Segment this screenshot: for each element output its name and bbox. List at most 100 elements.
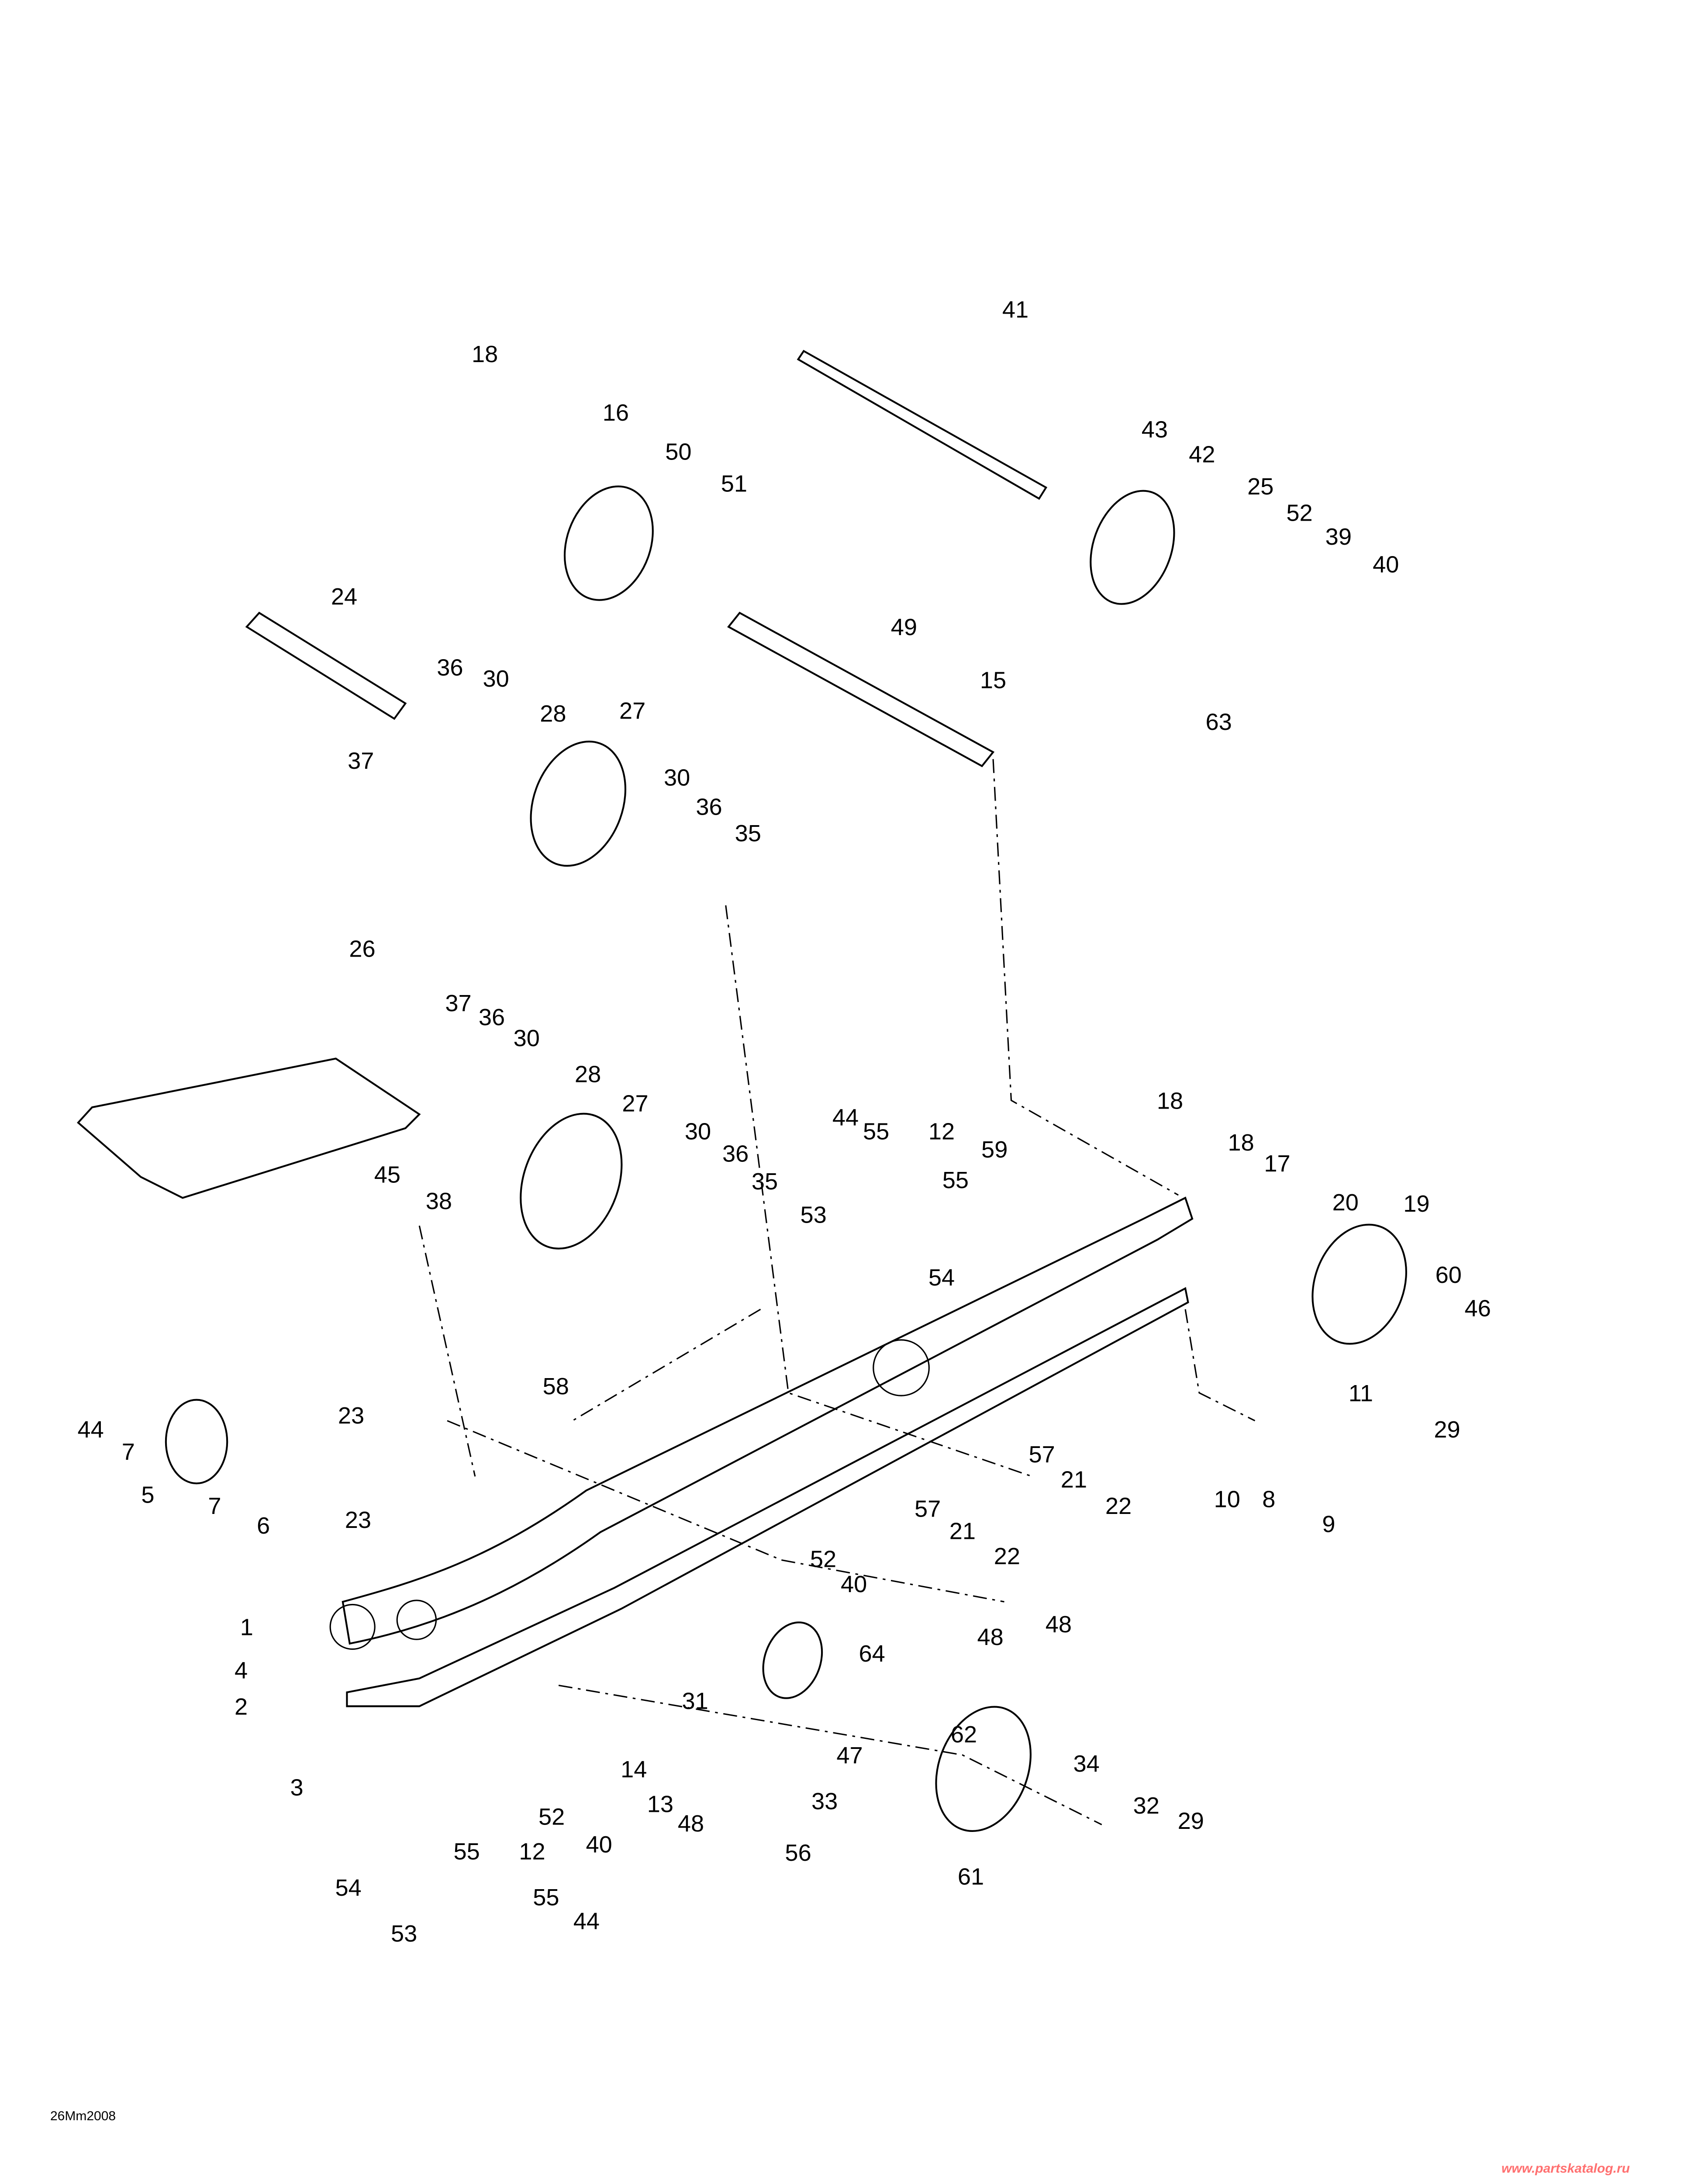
detail-circle [396,1600,437,1640]
callout-label: 36 [696,794,722,820]
callout-label: 35 [735,820,761,847]
assembly-axis-line [447,1420,1004,1603]
callout-label: 29 [1434,1417,1460,1443]
callout-label: 30 [483,666,509,692]
callout-label: 31 [682,1688,708,1714]
callout-label: 3 [290,1774,304,1800]
callout-label: 53 [391,1921,417,1947]
shaft-41 [797,349,1048,500]
callout-label: 23 [338,1403,364,1429]
wheel-19 [1311,1223,1407,1345]
callout-label: 59 [981,1137,1008,1163]
callout-label: 4 [235,1657,248,1683]
callout-label: 60 [1436,1262,1462,1288]
callout-label: 12 [519,1838,545,1865]
callout-label: 39 [1325,524,1352,550]
callout-label: 17 [1264,1151,1290,1177]
callout-label: 30 [514,1025,540,1051]
callout-label: 27 [622,1091,648,1117]
callout-label: 22 [994,1543,1020,1569]
callout-label: 33 [811,1788,838,1814]
callout-label: 8 [1262,1486,1275,1512]
callout-label: 48 [678,1811,704,1837]
callout-label: 32 [1133,1793,1160,1819]
callout-label: 45 [374,1161,400,1188]
callout-label: 36 [437,655,463,681]
callout-label: 7 [122,1439,135,1465]
callout-label: 43 [1142,416,1168,442]
wheel-61 [935,1706,1032,1832]
callout-label: 50 [665,439,691,465]
callout-label: 61 [958,1863,984,1890]
callout-label: 55 [533,1884,559,1911]
assembly-axis-line [1184,1309,1256,1421]
callout-label: 9 [1322,1511,1335,1538]
callout-label: 21 [949,1518,976,1545]
callout-label: 22 [1105,1493,1132,1519]
callout-label: 47 [836,1742,863,1769]
wheel-27-lower [520,1113,623,1250]
callout-label: 58 [543,1373,569,1400]
callout-label: 35 [752,1168,778,1195]
callout-label: 48 [1046,1611,1072,1638]
callout-label: 23 [345,1507,371,1533]
callout-label: 15 [980,667,1006,693]
callout-label: 30 [664,764,690,791]
callout-label: 57 [1028,1441,1055,1468]
callout-label: 55 [942,1167,969,1193]
callout-label: 37 [445,990,471,1016]
callout-label: 13 [647,1791,673,1818]
callout-label: 29 [1178,1808,1204,1834]
callout-label: 25 [1247,473,1273,500]
callout-label: 40 [841,1571,867,1597]
assembly-axis-line [558,1684,1102,1825]
callout-label: 52 [1286,500,1312,526]
assembly-axis-line [572,1309,761,1421]
wheel-27-upper [530,740,627,867]
shaft-24 [245,612,407,720]
callout-label: 26 [349,936,375,962]
callout-label: 56 [785,1840,811,1866]
callout-label: 38 [426,1188,452,1214]
callout-label: 55 [454,1838,480,1865]
callout-label: 27 [619,698,645,724]
callout-label: 30 [685,1118,711,1144]
callout-label: 44 [573,1908,600,1934]
callout-label: 16 [603,400,629,426]
callout-label: 6 [257,1513,270,1539]
callout-label: 20 [1332,1189,1359,1216]
wheel-42 [1090,490,1175,605]
bumper-5 [165,1399,228,1485]
callout-label: 2 [235,1693,248,1720]
callout-label: 49 [891,614,917,640]
callout-label: 42 [1189,442,1215,468]
callout-label: 63 [1205,709,1232,735]
callout-label: 62 [951,1721,977,1748]
wheel-64 [762,1621,823,1699]
callout-label: 52 [538,1804,565,1830]
callout-label: 1 [240,1614,253,1641]
callout-label: 48 [977,1624,1003,1650]
slider-shoe-2 [346,1287,1189,1707]
pivot-arm-26 [77,1057,421,1199]
callout-label: 46 [1465,1295,1491,1321]
callout-label: 5 [141,1482,154,1508]
callout-label: 44 [78,1417,104,1443]
callout-label: 28 [575,1061,601,1088]
callout-label: 55 [863,1118,889,1144]
watermark: www.partskatalog.ru [1501,2161,1630,2176]
callout-label: 11 [1349,1380,1373,1406]
assembly-axis-line [992,759,1179,1196]
callout-label: 36 [479,1004,505,1030]
callout-label: 19 [1403,1191,1429,1217]
callout-label: 18 [472,341,498,367]
callout-label: 14 [621,1756,647,1783]
callout-label: 36 [722,1140,749,1167]
callout-label: 24 [331,584,357,610]
wheel-50 [563,485,654,601]
callout-label: 54 [335,1875,361,1901]
callout-label: 44 [832,1105,859,1131]
callout-label: 21 [1061,1467,1087,1493]
